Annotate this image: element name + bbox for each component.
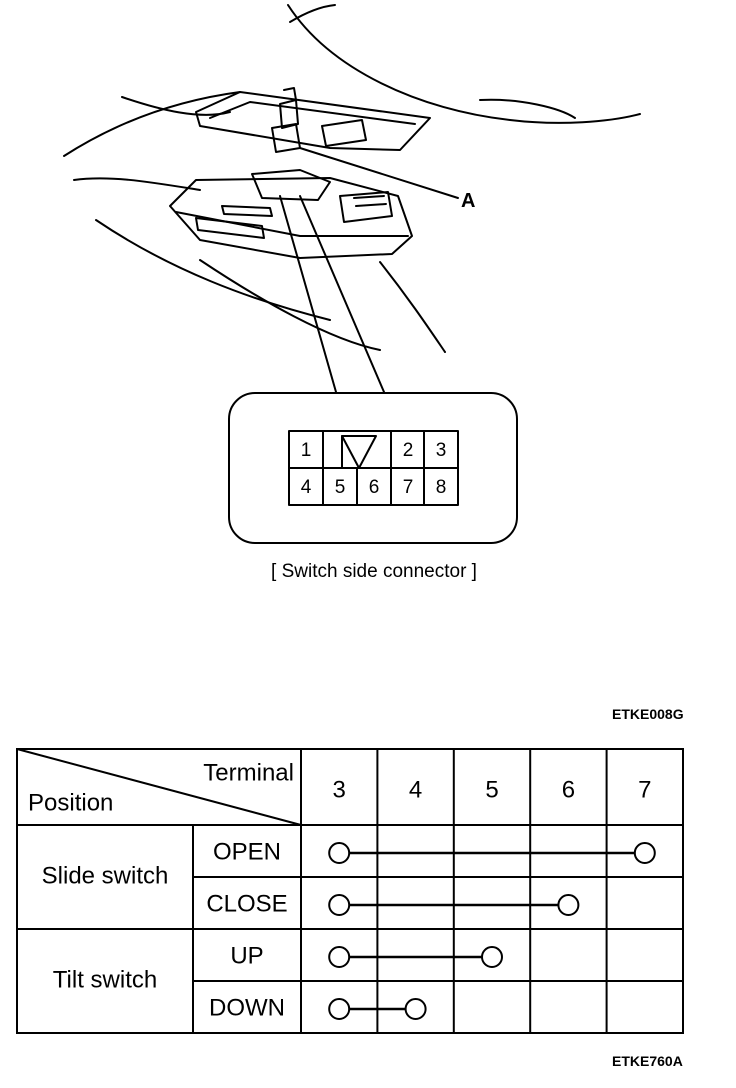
connector-caption: [ Switch side connector ]: [271, 561, 477, 582]
terminal-header: 6: [562, 776, 575, 803]
switch-group-label: Slide switch: [42, 862, 169, 889]
pin-label: 4: [301, 477, 312, 498]
pin-label: 2: [403, 440, 414, 461]
sunroof-switch-illustration: 1 2 3 4 5 6 7 8: [63, 4, 641, 544]
switch-position-label: OPEN: [213, 838, 281, 865]
continuity-terminal-circle: [328, 894, 351, 916]
terminal-header: 3: [333, 776, 346, 803]
switch-position-label: UP: [230, 942, 263, 969]
pin-label: 6: [369, 477, 380, 498]
header-terminal-label: Terminal: [203, 759, 294, 786]
pin-label: 1: [301, 440, 312, 461]
figure-code: ETKE760A: [612, 1053, 683, 1069]
continuity-terminal-circle: [328, 842, 351, 864]
continuity-terminal-circle: [328, 946, 351, 968]
pin-label: 5: [335, 477, 346, 498]
header-diagonal: [16, 748, 302, 826]
continuity-terminal-circle: [481, 946, 503, 968]
figure-code: ETKE008G: [612, 706, 684, 722]
pin-label: 7: [403, 477, 414, 498]
continuity-terminal-circle: [328, 998, 351, 1020]
switch-position-label: DOWN: [209, 994, 285, 1021]
terminal-header: 4: [409, 776, 422, 803]
callout-label-a: A: [461, 190, 476, 212]
continuity-terminal-circle: [404, 998, 427, 1020]
terminal-header: 7: [638, 776, 651, 803]
header-position-label: Position: [28, 789, 113, 816]
pin-label: 8: [436, 477, 447, 498]
continuity-terminal-circle: [557, 894, 580, 916]
table-frame: [16, 748, 684, 1034]
pin-label: 3: [436, 440, 447, 461]
switch-group-label: Tilt switch: [53, 966, 157, 993]
continuity-terminal-circle: [633, 842, 656, 864]
terminal-header: 5: [485, 776, 498, 803]
switch-position-label: CLOSE: [206, 890, 287, 917]
